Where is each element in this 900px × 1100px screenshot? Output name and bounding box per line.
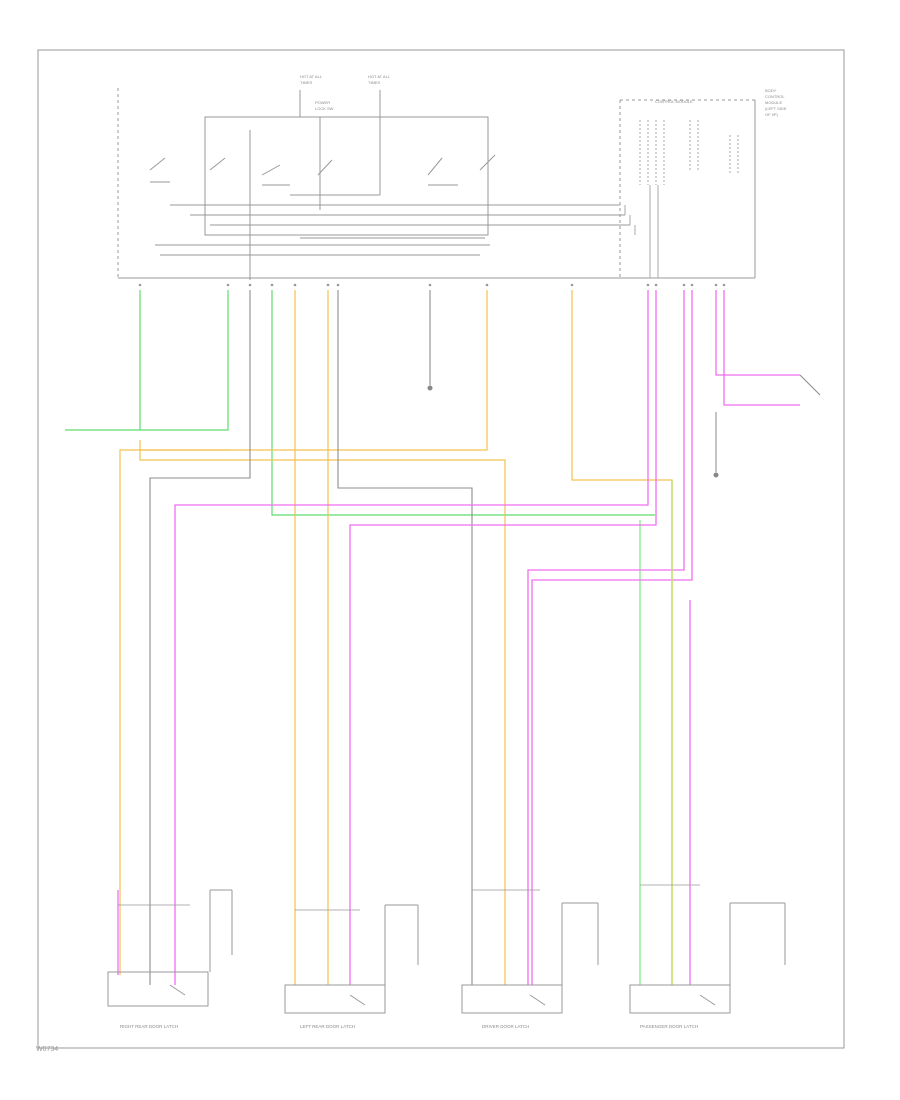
wire-gray-2 <box>337 290 473 985</box>
wire-pink-5 <box>715 290 800 376</box>
wire-yellow-6 <box>571 290 673 985</box>
wire-pink-3 <box>527 290 685 985</box>
switch-contacts <box>149 154 496 186</box>
wire-pink-4 <box>531 290 693 985</box>
latch-left-rear <box>107 889 233 1007</box>
door-lock-switch-box <box>155 90 630 280</box>
connector-pins <box>138 283 726 287</box>
module-text: HOT AT ALL TIMES HOT AT ALL TIMES POWER … <box>300 74 787 117</box>
svg-text:TIMES: TIMES <box>368 80 381 85</box>
wire-green-2 <box>140 290 229 431</box>
wire-gray-1 <box>149 290 251 985</box>
svg-text:POWER: POWER <box>315 100 330 105</box>
wire-yellow-2 <box>139 450 506 985</box>
page-code: W0734 <box>36 1046 59 1053</box>
svg-text:OF I/P): OF I/P) <box>765 112 779 117</box>
ground-symbols <box>427 374 821 478</box>
svg-text:CONTROL: CONTROL <box>765 94 785 99</box>
svg-text:TIMES: TIMES <box>300 80 313 85</box>
wire-pink-1 <box>174 290 649 985</box>
caption-driver: DRIVER DOOR LATCH <box>482 1024 529 1029</box>
caption-passenger: PASSENGER DOOR LATCH <box>640 1024 698 1029</box>
wire-yellow-3 <box>140 290 488 451</box>
splice-lines <box>118 884 700 911</box>
wire-pink-2 <box>349 290 657 985</box>
svg-text:MODULE: MODULE <box>765 100 782 105</box>
diagram-frame <box>37 49 845 1049</box>
svg-text:LOCK SW: LOCK SW <box>315 106 334 111</box>
wire-pink-6 <box>723 290 800 406</box>
control-module-pins <box>624 120 739 278</box>
svg-text:HOT AT ALL: HOT AT ALL <box>300 74 323 79</box>
latch-right-rear <box>284 904 419 1014</box>
svg-text:(LEFT SIDE: (LEFT SIDE <box>765 106 787 111</box>
caption-left-rear: RIGHT REAR DOOR LATCH <box>120 1024 178 1029</box>
wire-green-left <box>65 290 141 431</box>
main-module <box>117 88 756 279</box>
wire-yellow-1 <box>119 440 230 975</box>
wire-green-3 <box>271 290 655 516</box>
latch-captions: RIGHT REAR DOOR LATCH LEFT REAR DOOR LAT… <box>120 1024 698 1029</box>
svg-text:CONTROL MODULE: CONTROL MODULE <box>655 99 693 104</box>
latch-passenger <box>629 902 786 1014</box>
caption-right-rear: LEFT REAR DOOR LATCH <box>300 1024 355 1029</box>
latch-driver <box>461 902 599 1014</box>
svg-text:HOT AT ALL: HOT AT ALL <box>368 74 391 79</box>
svg-text:BODY: BODY <box>765 88 777 93</box>
